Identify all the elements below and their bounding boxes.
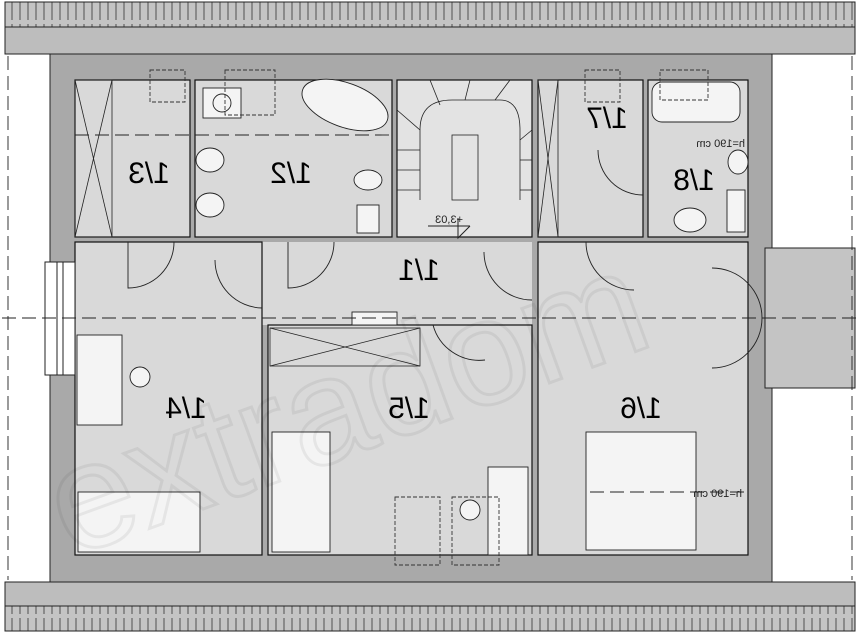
bed-1-4 xyxy=(77,491,201,553)
room-label: 1/6 xyxy=(620,392,662,425)
roof-window xyxy=(224,69,276,116)
boiler xyxy=(726,189,746,233)
bathtub xyxy=(301,78,389,132)
level-mark: +3,03 xyxy=(435,214,463,226)
bathtub-1-8 xyxy=(651,81,741,123)
chair xyxy=(129,366,151,388)
desk-1-4 xyxy=(76,334,123,426)
bed-1-5 xyxy=(271,431,331,553)
room-1-3 xyxy=(74,79,191,238)
bed-1-6 xyxy=(585,431,697,551)
height-note: h=190 cm xyxy=(693,488,742,500)
roof-window xyxy=(451,496,500,566)
stairs xyxy=(396,79,533,201)
window-left xyxy=(44,261,76,376)
roof-window xyxy=(584,69,621,103)
wardrobe-1-3 xyxy=(74,79,113,238)
toilet xyxy=(727,149,749,175)
height-note: h=190 cm xyxy=(696,138,745,150)
roof-ridge-top xyxy=(4,1,856,28)
sink xyxy=(195,147,225,173)
sink xyxy=(673,207,707,233)
roof-window xyxy=(394,496,441,566)
staircase xyxy=(396,79,533,238)
kitchenette xyxy=(351,311,398,326)
roof-window xyxy=(149,69,186,103)
wardrobe-1-7 xyxy=(537,79,559,238)
level-mark-symbol xyxy=(428,218,471,240)
room-label: 1/1 xyxy=(398,254,440,287)
room-label: 1/2 xyxy=(270,157,312,190)
roof-ridge-bottom xyxy=(4,605,856,632)
room-1-7 xyxy=(537,79,644,238)
roof-window xyxy=(659,69,709,101)
washing-machine xyxy=(202,87,242,119)
room-label: 1/8 xyxy=(673,164,715,197)
wardrobe-1-5 xyxy=(269,327,421,367)
toilet xyxy=(353,169,383,191)
room-label: 1/4 xyxy=(165,392,207,425)
room-label: 1/3 xyxy=(128,157,170,190)
desk-1-5 xyxy=(487,466,529,556)
chair xyxy=(459,499,481,521)
room-label: 1/5 xyxy=(388,392,430,425)
roof-band-top xyxy=(4,26,856,55)
boiler xyxy=(356,204,380,234)
room-label: 1/7 xyxy=(586,102,628,135)
roof-band-bottom xyxy=(4,581,856,607)
sink xyxy=(195,192,225,218)
